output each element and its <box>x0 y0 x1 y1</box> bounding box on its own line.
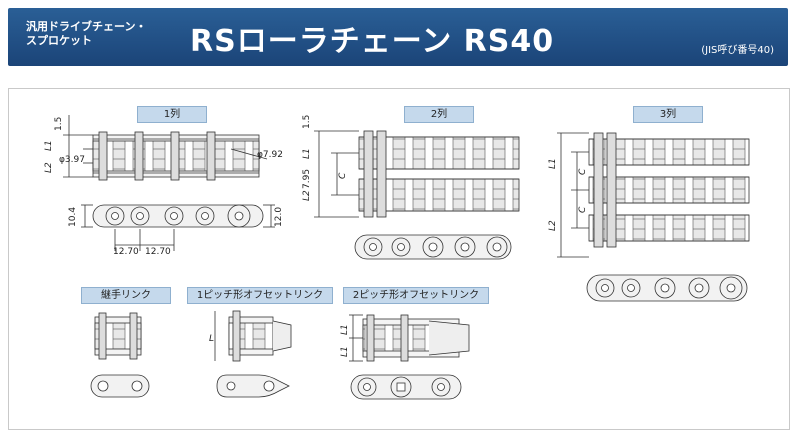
dim-7-95: 7.95 <box>302 169 312 189</box>
label-offset-2pitch: 2ピッチ形オフセットリンク <box>343 287 489 304</box>
dim-L2-double: L2 <box>302 190 312 201</box>
triple-row-top-view <box>557 132 750 258</box>
page-title: RSローラチェーン RS40 <box>190 24 555 59</box>
double-row-side-view <box>354 234 512 260</box>
dim-C-triple-2: C <box>578 206 588 213</box>
chain-drawings: 1.5 L1 L2 φ3.97 φ7.92 <box>44 115 750 400</box>
double-row-top-view <box>314 130 520 218</box>
dim-pitch-1: 12.70 <box>113 247 139 257</box>
label-connecting-link: 継手リンク <box>81 287 171 304</box>
label-double-row: 2列 <box>404 106 474 123</box>
dim-L1-triple: L1 <box>548 158 558 169</box>
dim-L1-single: L1 <box>44 140 54 151</box>
single-row-top-view <box>63 115 268 181</box>
dim-L1-double: L1 <box>302 148 312 159</box>
dim-1-5: 1.5 <box>54 117 64 131</box>
dim-C-double: C <box>338 172 348 179</box>
triple-row-side-view <box>586 274 748 302</box>
dim-roller-dia: φ7.92 <box>257 150 283 160</box>
header-subtitle-line2: スプロケット <box>26 34 92 47</box>
offset-1pitch-drawing <box>214 310 292 398</box>
dim-L2-triple: L2 <box>548 220 558 231</box>
jis-note: (JIS呼び番号40) <box>701 45 774 56</box>
page-header: 汎用ドライブチェーン・ スプロケット RSローラチェーン RS40 (JIS呼び… <box>8 8 788 66</box>
dim-10-4: 10.4 <box>68 207 78 227</box>
dim-1-5-double: 1.5 <box>302 115 312 129</box>
label-single-row: 1列 <box>137 106 207 123</box>
dim-L2-single: L2 <box>44 162 54 173</box>
dim-L-offset1: L <box>209 334 214 344</box>
dim-pin-dia: φ3.97 <box>59 155 85 165</box>
label-offset-1pitch: 1ピッチ形オフセットリンク <box>187 287 333 304</box>
dim-L1-offset2-b: L1 <box>340 346 350 357</box>
dim-pitch-2: 12.70 <box>145 247 171 257</box>
dim-C-triple-1: C <box>578 168 588 175</box>
dim-12-0: 12.0 <box>274 207 284 227</box>
single-row-side-view <box>81 204 275 251</box>
dim-L1-offset2-a: L1 <box>340 324 350 335</box>
footer-text-cutoff <box>8 432 208 438</box>
label-triple-row: 3列 <box>633 106 703 123</box>
header-subtitle-line1: 汎用ドライブチェーン・ <box>26 20 147 33</box>
diagram-panel: 1列 2列 3列 継手リンク 1ピッチ形オフセットリンク 2ピッチ形オフセットリ… <box>8 88 790 430</box>
offset-2pitch-drawing <box>349 314 470 400</box>
header-subtitle: 汎用ドライブチェーン・ スプロケット <box>26 20 176 48</box>
connecting-link-drawing <box>90 312 150 398</box>
